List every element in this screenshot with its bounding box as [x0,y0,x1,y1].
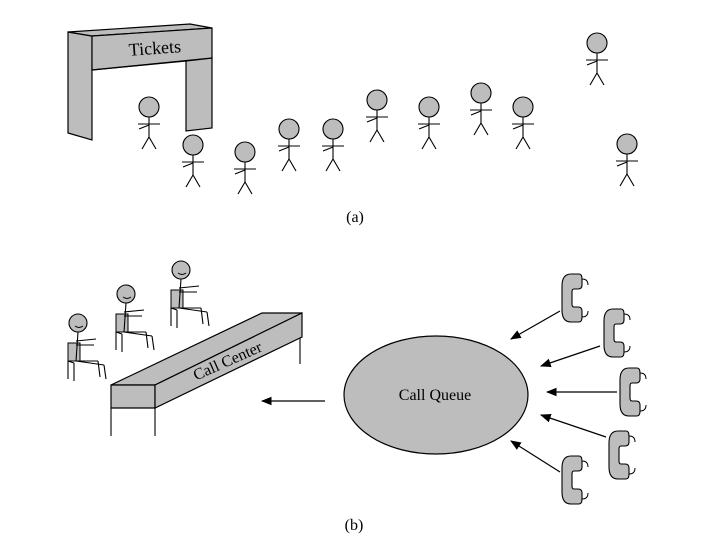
incoming-call-arrows [510,310,617,473]
call-center-counter [110,312,303,436]
incoming-arrow [539,345,601,367]
stick-figure-icon [615,133,639,187]
seated-agent-icon [115,284,155,353]
call-queue-node [343,335,529,455]
tickets-sign-label: Tickets [128,36,182,60]
stick-figure-icon [469,82,493,136]
stick-figure-icon [321,118,345,172]
stick-figure-icon [511,96,535,150]
incoming-arrow [510,310,561,340]
stick-figure-icon [181,134,205,188]
phone-handset-icon [608,430,636,480]
phone-handset-icon [561,455,589,505]
stick-figure-icon [417,96,441,150]
seated-agent-icon [67,313,107,382]
caption-b: (b) [345,517,364,534]
incoming-phones [561,273,647,505]
stick-figure-icon [233,141,257,195]
stick-figure-icon [585,32,609,86]
incoming-arrow [510,440,561,473]
phone-handset-icon [561,273,589,323]
queue-people [137,32,639,195]
ticket-booth [67,23,213,141]
incoming-arrow [539,414,607,438]
call-queue-label: Call Queue [399,387,471,404]
stick-figure-icon [277,118,301,172]
seated-agent-icon [170,260,210,329]
caption-a: (a) [346,209,364,226]
phone-handset-icon [619,367,647,417]
phone-handset-icon [603,308,631,358]
stick-figure-icon [137,96,161,150]
stick-figure-icon [365,89,389,143]
